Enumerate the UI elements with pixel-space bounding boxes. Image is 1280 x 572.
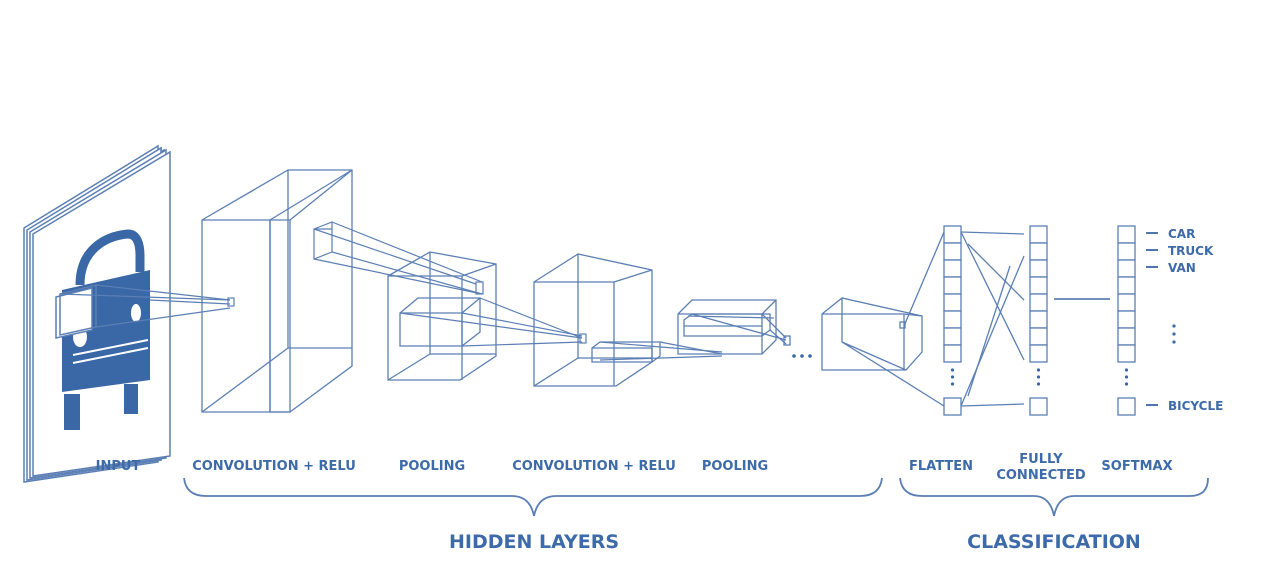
label-fully-connected-line1: FULLY [1019,452,1063,467]
fc-vertical-dots [1036,368,1041,386]
flatten-fc-connections [960,231,1025,407]
pool1-volume [387,251,497,381]
label-fully-connected-line2: CONNECTED [996,468,1086,483]
projection-to-flatten [841,231,945,407]
fc-column [1029,225,1048,416]
projection-conv2-pool2 [599,341,723,361]
label-input: INPUT [96,459,141,474]
label-softmax: SOFTMAX [1101,459,1172,474]
conv1-volume [201,169,353,413]
label-conv2: CONVOLUTION + RELU [512,459,676,474]
class-label-car: CAR [1168,227,1195,241]
flatten-vertical-dots [950,368,955,386]
classification-brace [899,477,1209,517]
softmax-vertical-dots [1124,324,1176,386]
softmax-column [1117,225,1136,416]
class-label-dashes [1146,232,1158,406]
group-label-classification: CLASSIFICATION [967,531,1141,553]
pool2-volume [677,299,791,355]
class-label-bicycle: BICYCLE [1168,399,1223,413]
car-icon [55,229,150,430]
label-pool1: POOLING [399,459,465,474]
projection-conv1-pool1 [313,221,484,295]
label-flatten: FLATTEN [909,459,973,474]
hidden-layers-brace [183,477,883,517]
projection-pool1-conv2 [399,297,587,347]
label-conv1: CONVOLUTION + RELU [192,459,356,474]
flatten-column [943,225,962,416]
ellipsis-dots [792,354,812,358]
conv2-volume [533,253,661,387]
class-label-van: VAN [1168,261,1196,275]
class-label-truck: TRUCK [1168,244,1214,258]
group-label-hidden-layers: HIDDEN LAYERS [449,531,619,553]
label-pool2: POOLING [702,459,768,474]
final-feature-volume [821,297,923,371]
